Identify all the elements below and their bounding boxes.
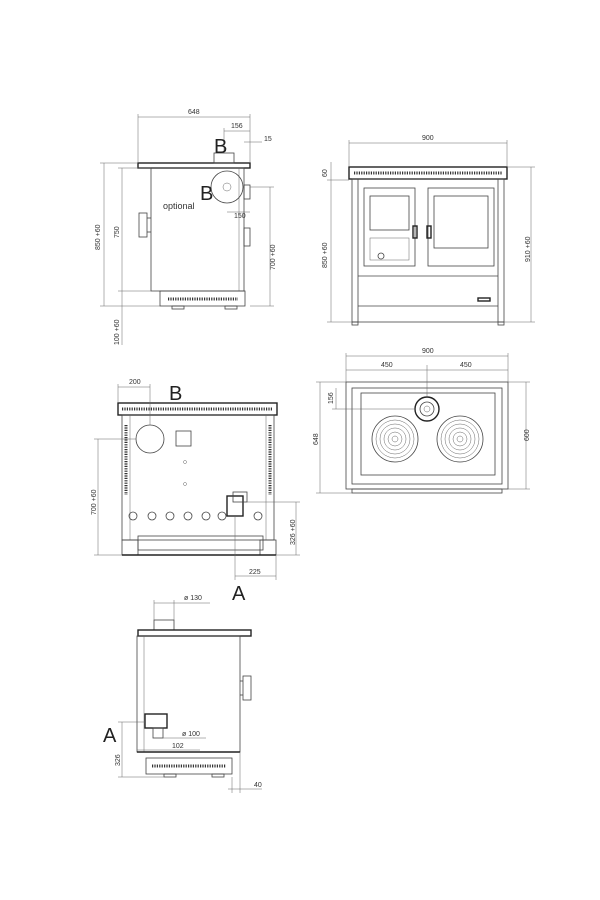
dim-top-depth-total: 648 xyxy=(313,433,320,445)
dim-side-outlet-offset: 150 xyxy=(234,213,246,220)
marker-b-top: B xyxy=(214,136,227,158)
dim-side-body-height: 750 xyxy=(114,226,121,238)
dim-front-width: 900 xyxy=(422,135,434,142)
dim-side-feet: 100 +60 xyxy=(114,319,121,345)
dim-side-flue-small: 15 xyxy=(264,136,272,143)
dim-side-flue-offset: 156 xyxy=(231,123,243,130)
lower-side-view: ø 130 A ø 100 102 326 40 xyxy=(103,595,262,793)
marker-a-rear: A xyxy=(232,583,246,605)
optional-label: optional xyxy=(163,201,195,211)
dim-top-flue-offset: 156 xyxy=(328,392,335,404)
dim-top-depth-inner: 600 xyxy=(524,429,531,441)
rear-view: 200 B 700 +60 326 +60 225 A xyxy=(91,379,300,605)
dim-side-total-height: 850 +60 xyxy=(95,224,102,250)
marker-b-side: B xyxy=(200,183,213,205)
dim-top-half-left: 450 xyxy=(381,362,393,369)
hotplate-right xyxy=(436,415,484,463)
dim-front-total-height: 850 +60 xyxy=(322,242,329,268)
hotplate-left xyxy=(371,415,419,463)
dim-side-outlet-height: 700 +60 xyxy=(270,244,277,270)
dim-top-width: 900 xyxy=(422,348,434,355)
dim-rear-inlet-offset: 225 xyxy=(249,569,261,576)
front-view: 900 60 850 +60 910 +60 xyxy=(322,135,535,326)
dim-lower-pipe-offset: 102 xyxy=(172,743,184,750)
dim-lower-pipe-height: 326 xyxy=(115,754,122,766)
dim-lower-foot-offset: 40 xyxy=(254,782,262,789)
dim-lower-pipe-diameter: ø 100 xyxy=(182,731,200,738)
side-view: 648 156 15 B B optional 150 850 +60 750 … xyxy=(95,109,277,345)
marker-b-rear: B xyxy=(169,383,182,405)
dim-rear-offset: 200 xyxy=(129,379,141,386)
dim-front-right-height: 910 +60 xyxy=(525,236,532,262)
dim-lower-flue-diameter: ø 130 xyxy=(184,595,202,602)
dim-top-half-right: 450 xyxy=(460,362,472,369)
top-view: 900 450 450 156 648 600 xyxy=(313,348,531,494)
dim-front-top-gap: 60 xyxy=(322,169,329,177)
dim-side-width: 648 xyxy=(188,109,200,116)
dim-rear-outlet-height: 700 +60 xyxy=(91,489,98,515)
dim-rear-inlet-height: 326 +60 xyxy=(290,519,297,545)
marker-a-lower: A xyxy=(103,725,117,747)
